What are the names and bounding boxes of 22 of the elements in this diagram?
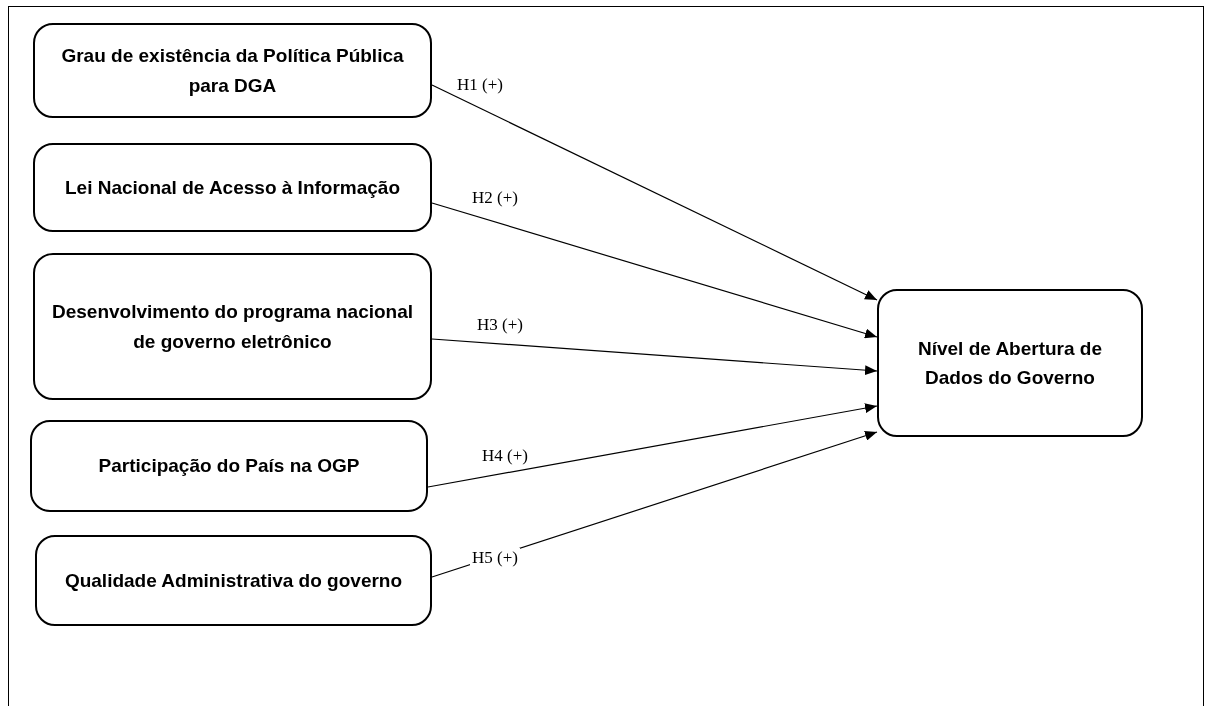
edge-label: H4 (+): [480, 446, 530, 466]
box-label: Participação do País na OGP: [98, 454, 360, 479]
variable-box: [30, 420, 428, 512]
box-label: Desenvolvimento do programa nacional de governo eletrônico: [50, 300, 415, 354]
edge-label: H1 (+): [455, 75, 505, 95]
variable-box: [35, 535, 432, 626]
arrow: [431, 84, 878, 301]
box-label: Nível de Abertura de Dados do Governo: [916, 336, 1104, 390]
edge-label: H2 (+): [470, 188, 520, 208]
box-label: Qualidade Administrativa do governo: [64, 568, 403, 593]
arrow: [431, 202, 878, 339]
arrow: [427, 403, 878, 488]
arrow: [431, 338, 878, 376]
variable-box: [33, 143, 432, 232]
box-label: Grau de existência da Política Pública para DGA: [60, 44, 405, 98]
box-label: Lei Nacional de Acesso à Informação: [64, 175, 401, 200]
variable-box: [33, 253, 432, 400]
arrow: [431, 430, 878, 578]
variable-box: [877, 289, 1143, 437]
edge-label: H3 (+): [475, 315, 525, 335]
edge-label: H5 (+): [470, 548, 520, 568]
variable-box: [33, 23, 432, 118]
